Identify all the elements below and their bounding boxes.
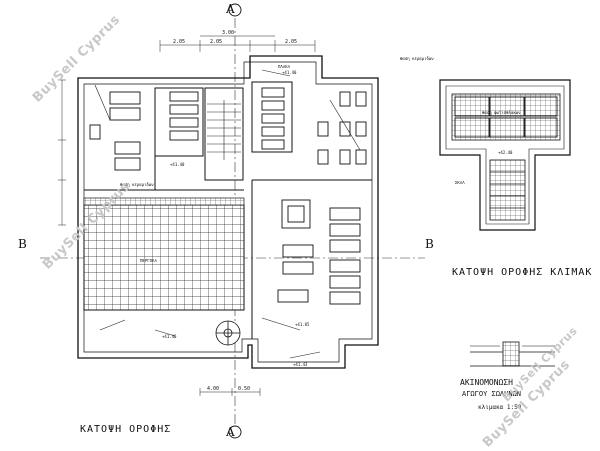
level-5: +41.40 [162, 334, 177, 339]
legend-scale: κλιμακα 1:50 [478, 404, 522, 411]
level-4: +41.43 [293, 362, 308, 367]
section-label-right: B [425, 237, 434, 251]
level-1: +41.40 [282, 70, 297, 75]
slope-arrows [94, 69, 361, 359]
roof-note-2: θαση κεραμιδων [400, 56, 434, 61]
section-label-left: B [18, 237, 27, 251]
skylight-panels [454, 96, 558, 138]
terrace-edge [83, 197, 245, 206]
dim-top-4: 2.05 [285, 39, 298, 45]
glass-note: θαση φωτισθλακων [482, 110, 521, 115]
dim-top-1: 2.05 [173, 39, 186, 45]
level-3: +41.85 [295, 322, 310, 327]
dim-top-2: 3.00 [222, 30, 235, 36]
spiral-stair [215, 320, 241, 346]
stair-plan-title: ΚΑΤΟΨΗ ΟΡΟΦΗΣ ΚΛΙΜΑΚ [452, 267, 593, 278]
dim-top-3: 2.05 [210, 39, 223, 45]
dim-bottom-2: 0.50 [238, 386, 251, 392]
skylight-grid [451, 93, 561, 141]
legend-detail [470, 341, 555, 367]
top-dimension-chain [159, 35, 316, 52]
stair-roof-plan [439, 79, 571, 231]
pergola-label: ΠΕΡΓΟΛΑ [140, 258, 157, 263]
roof-units-left [89, 91, 199, 171]
stair-level: +42.40 [498, 150, 513, 155]
left-dimension-chain [58, 79, 66, 226]
interior-walls [84, 81, 372, 339]
legend-line-1: ΑΚΙΝΟΜΟΝΩΣΗ [460, 378, 513, 387]
stair-shaft [489, 159, 526, 221]
section-label-top: A [226, 2, 235, 16]
legend-line-2: ΑΓΩΓΟΥ ΣΩΛΗΝΩΝ [462, 390, 522, 398]
section-markers [228, 3, 242, 439]
level-2: +41.40 [170, 162, 185, 167]
main-plan-title: ΚΑΤΟΨΗ ΟΡΟΦΗΣ [80, 424, 172, 435]
stair-note: ΣΚΑΛ [455, 180, 465, 185]
roof-units-right [261, 87, 367, 165]
roof-note-1: θαση κεραμιδων [120, 182, 154, 187]
section-label-bottom: A [226, 425, 235, 439]
roof-units-lower-right [277, 199, 361, 305]
bottom-dimension [199, 388, 261, 396]
dim-bottom-1: 4.00 [207, 386, 220, 392]
tiled-terrace [83, 204, 245, 311]
building-outline [77, 55, 379, 369]
plaka-tag-1: ΠΛΑΚΑ [278, 64, 291, 69]
stair-shaft-treads [490, 171, 525, 209]
stair-treads [207, 100, 241, 160]
